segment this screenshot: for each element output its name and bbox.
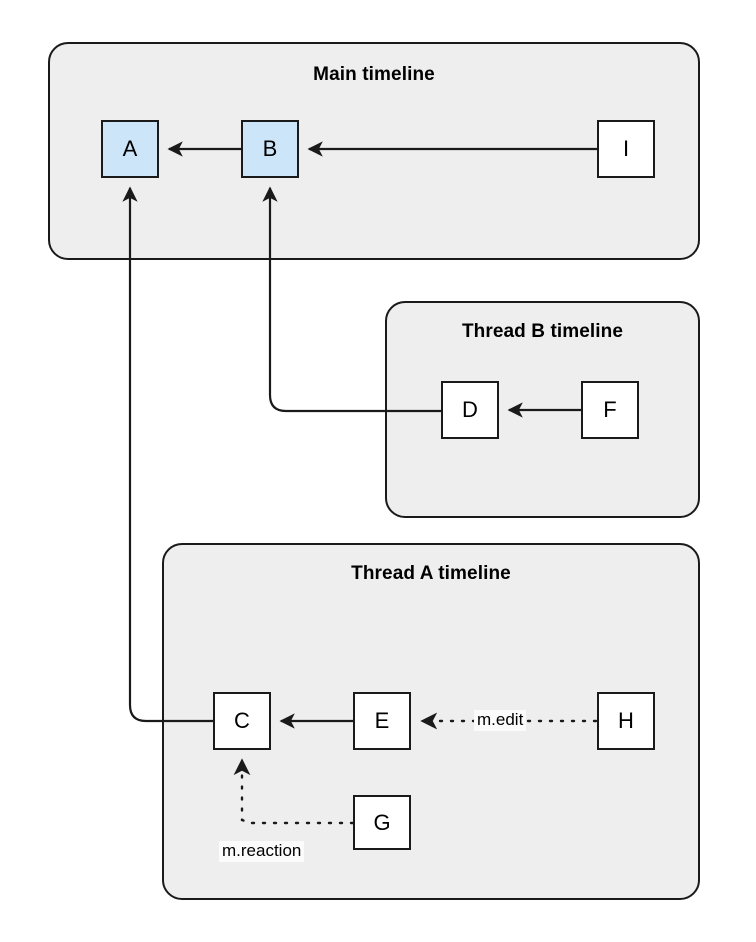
event-node-f-label: F: [603, 397, 617, 422]
event-node-h[interactable]: H: [597, 692, 655, 750]
event-node-b-label: B: [262, 136, 278, 161]
event-node-i[interactable]: I: [597, 120, 655, 178]
event-node-i-label: I: [622, 136, 630, 161]
edge-label-m-reaction: m.reaction: [219, 841, 305, 862]
event-node-g[interactable]: G: [353, 795, 411, 850]
event-node-b[interactable]: B: [241, 120, 299, 178]
event-node-e[interactable]: E: [353, 692, 411, 750]
event-node-d[interactable]: D: [441, 381, 499, 439]
group-title-thread-a: Thread A timeline: [351, 563, 511, 584]
event-node-a[interactable]: A: [101, 120, 159, 178]
event-node-e-label: E: [374, 708, 390, 733]
group-title-main: Main timeline: [313, 64, 435, 85]
event-node-d-label: D: [462, 397, 478, 422]
event-node-c-label: C: [234, 708, 250, 733]
event-node-a-label: A: [122, 136, 138, 161]
event-node-g-label: G: [373, 809, 391, 835]
group-thread-b-timeline: Thread B timeline: [385, 301, 700, 518]
event-node-f[interactable]: F: [581, 381, 639, 439]
group-title-thread-b: Thread B timeline: [461, 321, 624, 342]
event-node-h-label: H: [618, 708, 634, 733]
event-node-c[interactable]: C: [213, 692, 271, 750]
edge-label-m-edit: m.edit: [474, 710, 527, 731]
